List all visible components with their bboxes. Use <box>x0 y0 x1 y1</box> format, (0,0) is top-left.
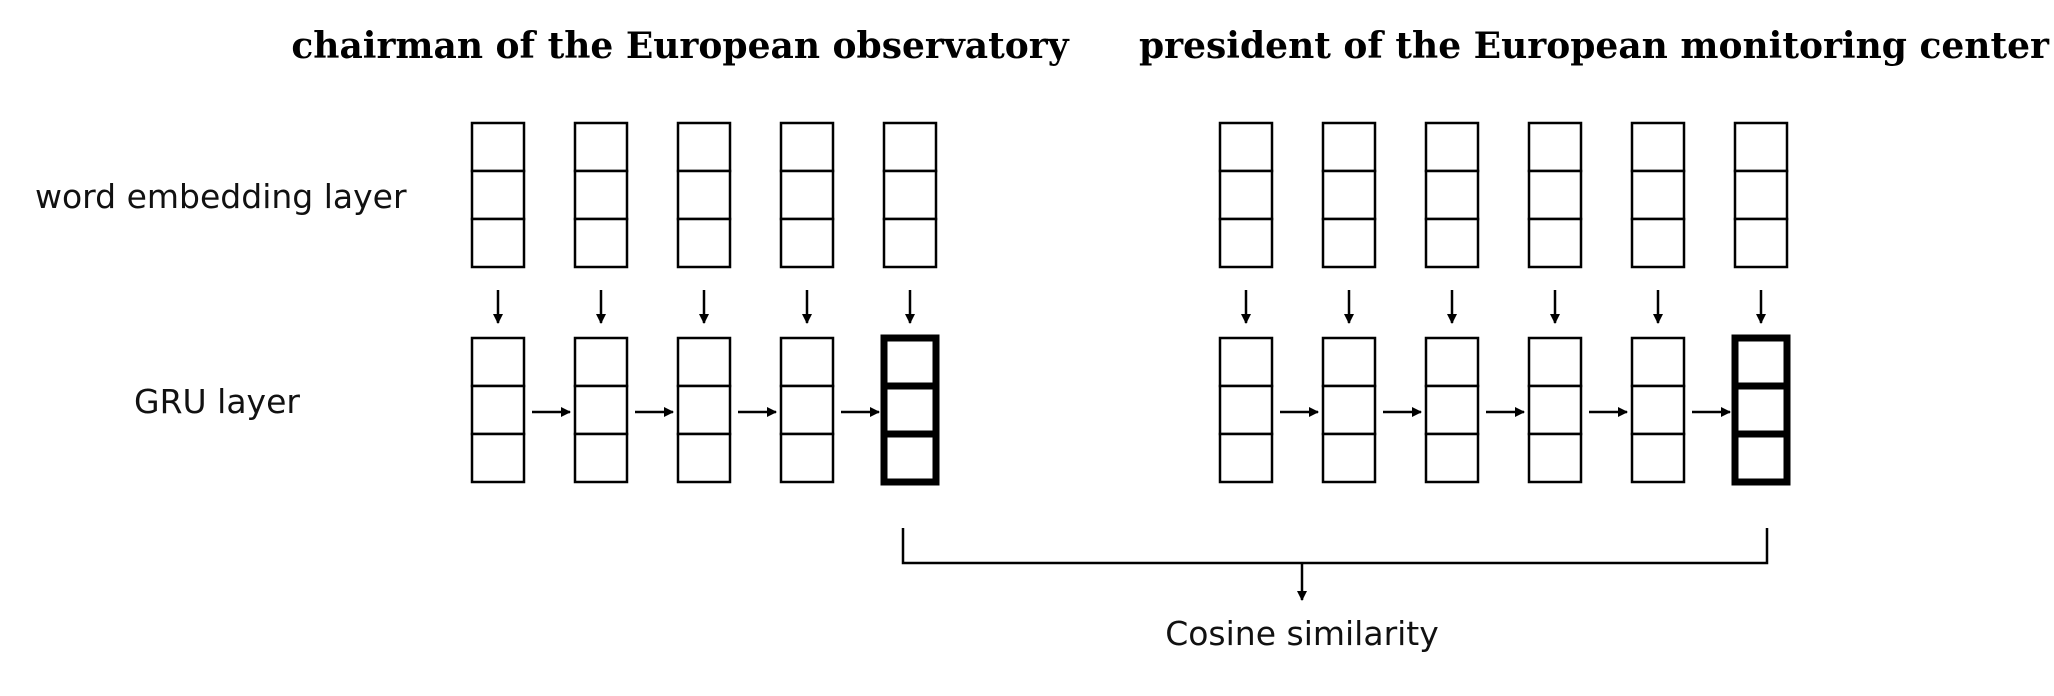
vector-cell <box>1218 432 1274 484</box>
vector-cell <box>1321 217 1377 269</box>
left-embedding-vector-2 <box>573 121 629 269</box>
vector-cell <box>779 432 835 484</box>
vector-cell <box>1424 169 1480 221</box>
right-gru-state-6 <box>1731 334 1791 486</box>
vector-cell <box>1218 121 1274 173</box>
vector-cell <box>1321 121 1377 173</box>
vector-cell <box>882 169 938 221</box>
left-embedding-vector-5 <box>882 121 938 269</box>
vector-cell <box>676 217 732 269</box>
right-gru-state-3 <box>1424 336 1480 484</box>
right-embedding-vector-3 <box>1424 121 1480 269</box>
vector-cell <box>573 217 629 269</box>
right-phrase-title: president of the European monitoring cen… <box>1139 25 2050 67</box>
right-gru-state-2 <box>1321 336 1377 484</box>
cosine-similarity-label: Cosine similarity <box>1165 614 1439 653</box>
embedding-layer-label: word embedding layer <box>35 177 407 216</box>
left-embedding-vector-3 <box>676 121 732 269</box>
vector-cell <box>1424 336 1480 388</box>
vector-cell <box>779 336 835 388</box>
vector-cell <box>470 217 526 269</box>
vector-cell <box>1321 432 1377 484</box>
left-gru-state-1 <box>470 336 526 484</box>
right-embedding-vector-6 <box>1733 121 1789 269</box>
vector-cell <box>573 432 629 484</box>
vector-cell <box>882 121 938 173</box>
vector-cell <box>779 121 835 173</box>
vector-cell <box>470 169 526 221</box>
vector-cell <box>573 384 629 436</box>
left-gru-state-2 <box>573 336 629 484</box>
vector-cell <box>676 121 732 173</box>
vector-cell <box>1527 121 1583 173</box>
vector-cell <box>573 169 629 221</box>
left-embedding-vector-4 <box>779 121 835 269</box>
vector-cell <box>1630 384 1686 436</box>
vector-cell <box>1527 384 1583 436</box>
right-gru-state-1 <box>1218 336 1274 484</box>
vector-cell <box>1321 169 1377 221</box>
right-branch <box>1218 121 1791 486</box>
vector-cell <box>676 169 732 221</box>
vector-cell <box>1733 217 1789 269</box>
right-embedding-vector-5 <box>1630 121 1686 269</box>
vector-cell <box>779 217 835 269</box>
right-embedding-vector-4 <box>1527 121 1583 269</box>
vector-cell <box>676 336 732 388</box>
vector-cell <box>1630 336 1686 388</box>
vector-cell <box>1731 334 1791 390</box>
vector-cell <box>676 432 732 484</box>
vector-cell <box>1527 169 1583 221</box>
vector-cell <box>880 430 940 486</box>
vector-cell <box>470 384 526 436</box>
vector-cell <box>470 121 526 173</box>
right-gru-state-4 <box>1527 336 1583 484</box>
left-gru-state-3 <box>676 336 732 484</box>
vector-cell <box>1630 217 1686 269</box>
vector-cell <box>1424 121 1480 173</box>
right-gru-state-5 <box>1630 336 1686 484</box>
left-branch <box>470 121 940 486</box>
vector-cell <box>1218 217 1274 269</box>
vector-cell <box>1630 169 1686 221</box>
vector-cell <box>1424 217 1480 269</box>
left-gru-state-5 <box>880 334 940 486</box>
vector-cell <box>676 384 732 436</box>
vector-cell <box>1630 121 1686 173</box>
vector-cell <box>1731 430 1791 486</box>
vector-cell <box>1424 432 1480 484</box>
vector-cell <box>573 121 629 173</box>
vector-cell <box>882 217 938 269</box>
similarity-bracket <box>901 528 1769 565</box>
vector-cell <box>1630 432 1686 484</box>
vector-cell <box>1731 382 1791 438</box>
vector-cell <box>1733 169 1789 221</box>
vector-cell <box>1321 384 1377 436</box>
left-gru-state-4 <box>779 336 835 484</box>
vector-cell <box>573 336 629 388</box>
vector-cell <box>1733 121 1789 173</box>
vector-cell <box>779 384 835 436</box>
vector-cell <box>470 432 526 484</box>
vector-cell <box>1321 336 1377 388</box>
left-phrase-title: chairman of the European observatory <box>291 25 1069 67</box>
right-embedding-vector-2 <box>1321 121 1377 269</box>
vector-cell <box>1424 384 1480 436</box>
vector-cell <box>1218 336 1274 388</box>
vector-cell <box>1218 384 1274 436</box>
vector-cell <box>470 336 526 388</box>
vector-cell <box>880 382 940 438</box>
vector-cell <box>1527 217 1583 269</box>
vector-cell <box>1527 432 1583 484</box>
vector-cell <box>779 169 835 221</box>
vector-cell <box>1527 336 1583 388</box>
vector-cell <box>880 334 940 390</box>
left-embedding-vector-1 <box>470 121 526 269</box>
right-embedding-vector-1 <box>1218 121 1274 269</box>
vector-cell <box>1218 169 1274 221</box>
gru-layer-label: GRU layer <box>134 382 300 421</box>
